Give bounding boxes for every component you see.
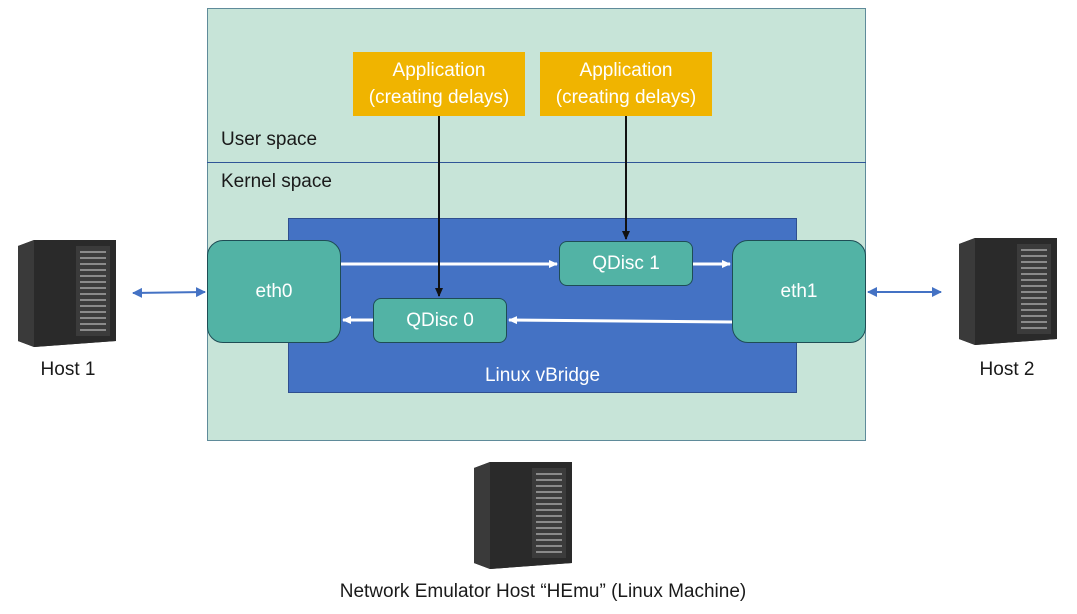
host-2-label: Host 2	[979, 359, 1035, 380]
server-tower-icon	[474, 462, 572, 569]
application-title: Application	[392, 60, 486, 81]
application-box-left: Application (creating delays)	[353, 52, 525, 116]
user-kernel-divider	[207, 162, 866, 163]
link-host1-eth0	[132, 287, 206, 298]
eth0-interface: eth0	[207, 240, 341, 343]
application-subtitle: (creating delays)	[555, 87, 697, 108]
eth1-interface: eth1	[732, 240, 866, 343]
user-space-label: User space	[221, 129, 318, 150]
application-box-right: Application (creating delays)	[540, 52, 712, 116]
application-subtitle: (creating delays)	[368, 87, 510, 108]
host-1-label: Host 1	[40, 359, 96, 380]
arrow-eth1-to-qdisc0	[508, 316, 733, 325]
server-tower-icon	[959, 238, 1057, 345]
linux-vbridge-label: Linux vBridge	[484, 365, 601, 386]
qdisc-0-box: QDisc 0	[373, 298, 507, 343]
hemu-caption: Network Emulator Host “HEmu” (Linux Mach…	[339, 581, 747, 602]
server-tower-icon	[18, 240, 116, 347]
linux-vbridge	[288, 218, 797, 393]
application-title: Application	[579, 60, 673, 81]
kernel-space-label: Kernel space	[221, 171, 332, 192]
qdisc-1-box: QDisc 1	[559, 241, 693, 286]
